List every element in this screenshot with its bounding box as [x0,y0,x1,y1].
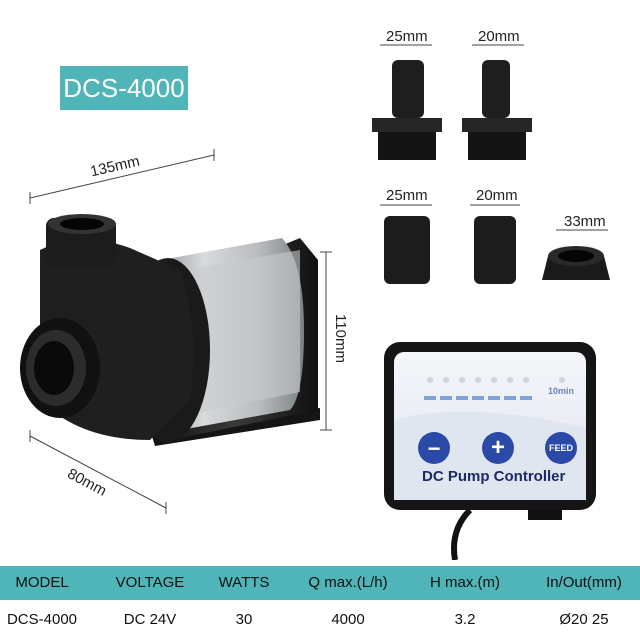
minus-button[interactable]: − [427,436,441,461]
pump-body [20,214,320,446]
fitting-threaded-left-label: 25mm [386,28,428,45]
cell-head: 3.2 [454,611,476,628]
model-badge: DCS-4000 [60,66,188,110]
cell-in-out: Ø20 25 [559,611,609,628]
threaded-fittings [372,60,532,160]
led-indicators [427,377,565,383]
header-flow: Q max.(L/h) [308,574,388,591]
feed-button-shape [545,432,577,464]
spec-table: MODEL VOLTAGE WATTS Q max.(L/h) H max.(m… [0,566,640,640]
height-dimension-label: 110mm [331,314,349,363]
cell-voltage: DC 24V [123,611,177,628]
fitting-nut-label: 33mm [564,213,606,230]
header-watts: WATTS [218,574,270,591]
fitting-sleeve-left-label: 25mm [386,187,428,204]
cell-watts: 30 [235,611,253,628]
spec-table-header: MODEL VOLTAGE WATTS Q max.(L/h) H max.(m… [0,566,640,600]
feed-button[interactable]: FEED [549,443,574,453]
plus-button[interactable]: + [490,434,505,461]
header-model: MODEL [15,574,69,591]
pump-controller [384,342,596,560]
controller-timer-label: 10min [548,386,575,396]
cell-model: DCS-4000 [6,611,78,628]
header-in-out: In/Out(mm) [546,574,622,591]
cell-flow: 4000 [331,611,365,628]
minus-button-shape [418,432,450,464]
plus-button-shape [482,432,514,464]
fitting-sleeve-right-label: 20mm [476,187,518,204]
sleeve-fittings [384,216,610,284]
level-bar [424,396,532,400]
header-head: H max.(m) [430,574,500,591]
fitting-threaded-right-label: 20mm [478,28,520,45]
header-voltage: VOLTAGE [115,574,185,591]
dimension-lines [29,44,608,514]
product-illustration [20,44,610,560]
controller-label: DC Pump Controller [422,468,566,485]
spec-table-row: DCS-4000 DC 24V 30 4000 3.2 Ø20 25 [0,600,640,640]
